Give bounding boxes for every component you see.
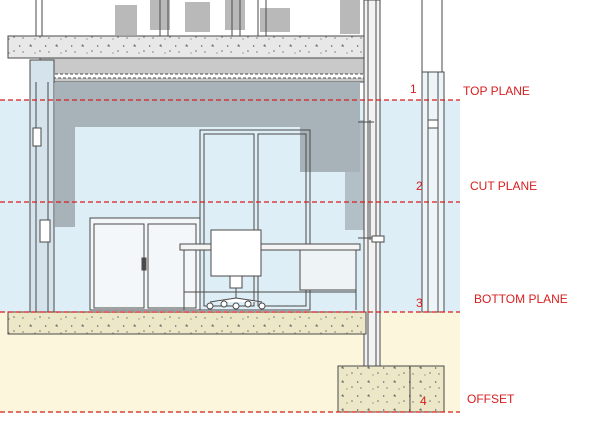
far-right-wall — [421, 0, 445, 313]
plane-labels: 1 TOP PLANE 2 CUT PLANE 3 BOTTOM PLANE 4 OFFSET — [410, 82, 568, 408]
desk — [179, 243, 361, 310]
plane-label-2: CUT PLANE — [470, 179, 537, 193]
plane-label-1: TOP PLANE — [463, 84, 530, 98]
upper-floor-shadows — [115, 0, 360, 35]
plane-number-4: 4 — [420, 394, 427, 408]
right-column — [358, 0, 385, 369]
upper-rails — [35, 0, 267, 36]
plane-lines — [0, 99, 460, 413]
plane-number-2: 2 — [416, 179, 423, 193]
plane-label-3: BOTTOM PLANE — [474, 292, 568, 306]
left-window-frame — [29, 59, 55, 313]
chair — [206, 229, 266, 310]
cabinet — [89, 217, 201, 311]
plane-number-1: 1 — [410, 82, 417, 96]
plane-number-3: 3 — [416, 296, 423, 310]
interior-shadow — [55, 82, 360, 127]
plane-label-4: OFFSET — [467, 392, 515, 406]
